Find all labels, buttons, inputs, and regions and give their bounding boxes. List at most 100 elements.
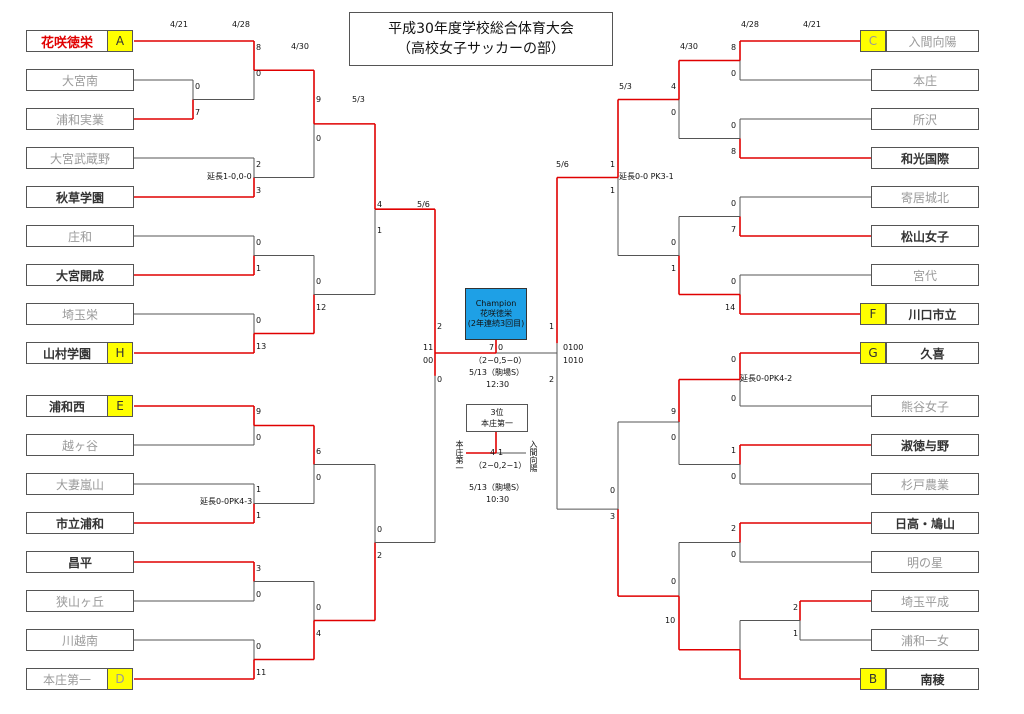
score: 0 [671, 108, 677, 117]
score: 1 [793, 629, 799, 638]
title-line2: （高校女子サッカーの部） [397, 41, 565, 57]
score: 10 [665, 616, 676, 625]
left-seed-e: E [107, 395, 133, 417]
score: 8 [731, 147, 737, 156]
date-left-sf: 5/6 [417, 200, 430, 209]
score: 0 [671, 238, 677, 247]
score: 3 [256, 186, 262, 195]
score: 0 [316, 134, 322, 143]
score: 9 [671, 407, 677, 416]
score: 8 [256, 43, 262, 52]
date-right-r1: 4/21 [803, 20, 821, 29]
final-time: 12:30 [486, 380, 510, 389]
score-note: 延長0-0 PK3-1 [619, 172, 674, 181]
right-team-17: 南稜 [886, 668, 979, 690]
left-seed-h: H [107, 342, 133, 364]
score-note: 延長0-0PK4-2 [740, 374, 793, 383]
left-team-10: 浦和西 [26, 395, 108, 417]
final-score-right: 0 [498, 343, 504, 352]
right-seed-c: C [860, 30, 886, 52]
right-team-3: 所沢 [871, 108, 979, 130]
score: 2 [793, 603, 799, 612]
right-seed-b: B [860, 668, 886, 690]
date-right-sf: 5/6 [556, 160, 569, 169]
left-team-4: 大宮武蔵野 [26, 147, 134, 169]
right-team-13: 日高・鳩山 [871, 512, 979, 534]
score: 0 [731, 121, 737, 130]
third-label: 3位 [490, 408, 504, 417]
score: 0 [195, 82, 201, 91]
left-team-8: 埼玉栄 [26, 303, 134, 325]
title-box: 平成30年度学校総合体育大会 （高校女子サッカーの部） [349, 12, 613, 66]
right-team-6: 松山女子 [871, 225, 979, 247]
third-score-right: 1 [498, 448, 504, 457]
score: 1 [549, 322, 555, 331]
left-team-15: 狭山ヶ丘 [26, 590, 134, 612]
score: 0 [671, 433, 677, 442]
final-date-venue: 5/13（駒場S） [469, 368, 525, 377]
score: 0 [610, 486, 616, 495]
score: 9 [256, 407, 262, 416]
score: 3 [610, 512, 616, 521]
left-team-1: 花咲徳栄 [26, 30, 108, 52]
left-seed-a: A [107, 30, 133, 52]
right-team-15: 埼玉平成 [871, 590, 979, 612]
score: 4 [316, 629, 322, 638]
right-team-5: 寄居城北 [871, 186, 979, 208]
left-team-3: 浦和実業 [26, 108, 134, 130]
score: 0 [256, 316, 262, 325]
left-team-7: 大宮開成 [26, 264, 134, 286]
third-name: 本庄第一 [481, 419, 513, 428]
score: 14 [725, 303, 736, 312]
title-line1: 平成30年度学校総合体育大会 [388, 21, 574, 37]
score: 0 [731, 394, 737, 403]
score: 0 [731, 472, 737, 481]
right-team-16: 浦和一女 [871, 629, 979, 651]
score: 1 [610, 186, 616, 195]
score: 0 [731, 355, 737, 364]
score: 1010 [563, 356, 584, 365]
score: 1 [256, 485, 262, 494]
score: 4 [671, 82, 677, 91]
score: 1 [256, 264, 262, 273]
score: 0 [256, 69, 262, 78]
score: 0 [731, 277, 737, 286]
score: 1 [610, 160, 616, 169]
final-score-left: 7 [489, 343, 495, 352]
champion-label: Champion [475, 299, 517, 308]
score: 0 [316, 277, 322, 286]
date-right-r3: 4/30 [680, 42, 698, 51]
score: 00 [423, 356, 434, 365]
left-team-17: 本庄第一 [26, 668, 108, 690]
score: 1 [377, 226, 383, 235]
score: 7 [731, 225, 737, 234]
third-time: 10:30 [486, 495, 510, 504]
score: 2 [256, 160, 262, 169]
score: 0 [256, 590, 262, 599]
left-team-11: 越ヶ谷 [26, 434, 134, 456]
right-team-8: 川口市立 [886, 303, 979, 325]
right-team-9: 久喜 [886, 342, 979, 364]
score: 11 [256, 668, 267, 677]
score: 12 [316, 303, 327, 312]
third-date-venue: 5/13（駒場S） [469, 483, 525, 492]
right-seed-g: G [860, 342, 886, 364]
left-team-12: 大妻嵐山 [26, 473, 134, 495]
score: 8 [731, 43, 737, 52]
score: 0 [377, 525, 383, 534]
score: 7 [195, 108, 201, 117]
third-score-left: 4 [490, 448, 496, 457]
date-right-r2: 4/28 [741, 20, 759, 29]
right-team-11: 淑徳与野 [871, 434, 979, 456]
left-team-9: 山村学園 [26, 342, 108, 364]
third-right-team: 入間向陽 [529, 440, 538, 472]
score: 2 [377, 551, 383, 560]
champion-name: 花咲徳栄 [480, 309, 512, 318]
score: 6 [316, 447, 322, 456]
score: 13 [256, 342, 267, 351]
score: 9 [316, 95, 322, 104]
date-left-qf: 5/3 [352, 95, 365, 104]
score: 2 [437, 322, 443, 331]
